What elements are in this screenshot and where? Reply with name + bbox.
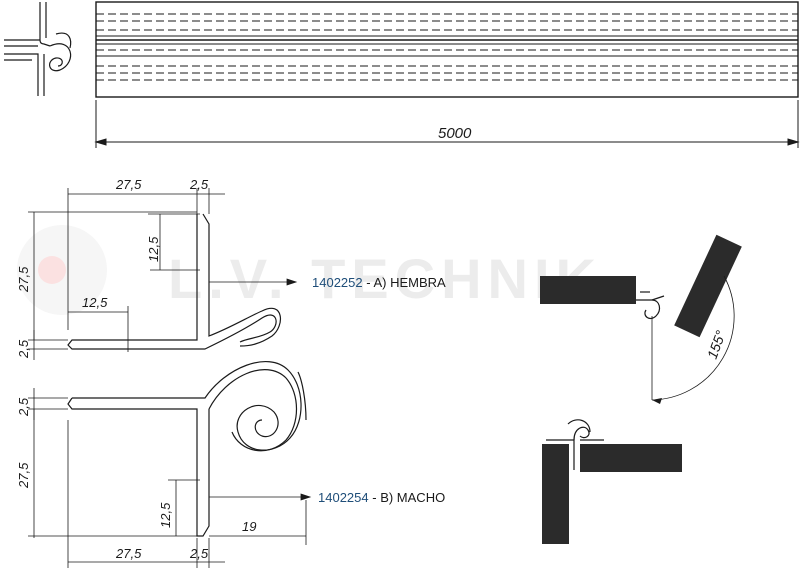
dim-width-top: 27,5 bbox=[115, 177, 142, 192]
dim-offset-bottom: 19 bbox=[242, 519, 256, 534]
length-label: 5000 bbox=[438, 125, 472, 142]
angle-label: 155° bbox=[704, 328, 729, 361]
dim-width-bottom: 27,5 bbox=[115, 546, 142, 561]
cross-section bbox=[67, 213, 307, 537]
panel-assembly-closed bbox=[542, 419, 682, 544]
watermark-logo-dot bbox=[38, 256, 66, 284]
part-label-female: 1402252 - A) HEMBRA bbox=[312, 275, 446, 290]
dim-inner-top: 12,5 bbox=[82, 295, 108, 310]
panel-assembly-open: 155° bbox=[540, 234, 742, 404]
profile-thumbnail bbox=[4, 2, 72, 96]
part-label-male: 1402254 - B) MACHO bbox=[318, 490, 445, 505]
dim-gap-bottom: 2,5 bbox=[16, 397, 31, 417]
dim-lip-bottom: 12,5 bbox=[158, 502, 173, 528]
length-dimension bbox=[94, 100, 800, 148]
panel-vertical bbox=[542, 444, 569, 544]
dim-gap-top: 2,5 bbox=[16, 339, 31, 359]
panel-horizontal bbox=[580, 444, 682, 472]
dim-height-bottom: 27,5 bbox=[16, 462, 31, 489]
female-profile-outline bbox=[67, 214, 277, 350]
dim-height-top: 27,5 bbox=[16, 266, 31, 293]
dim-lip-top: 12,5 bbox=[146, 236, 161, 262]
watermark: L.V. TECHNIK bbox=[17, 225, 602, 315]
profile-strip: 5000 bbox=[94, 1, 800, 148]
panel-right bbox=[674, 234, 742, 338]
dim-thick-bottom: 2,5 bbox=[189, 546, 209, 561]
watermark-text: L.V. TECHNIK bbox=[168, 247, 602, 310]
panel-left bbox=[540, 276, 636, 304]
dimension-lines bbox=[28, 188, 312, 568]
dim-thick-top: 2,5 bbox=[189, 177, 209, 192]
male-profile-outline bbox=[67, 397, 210, 537]
